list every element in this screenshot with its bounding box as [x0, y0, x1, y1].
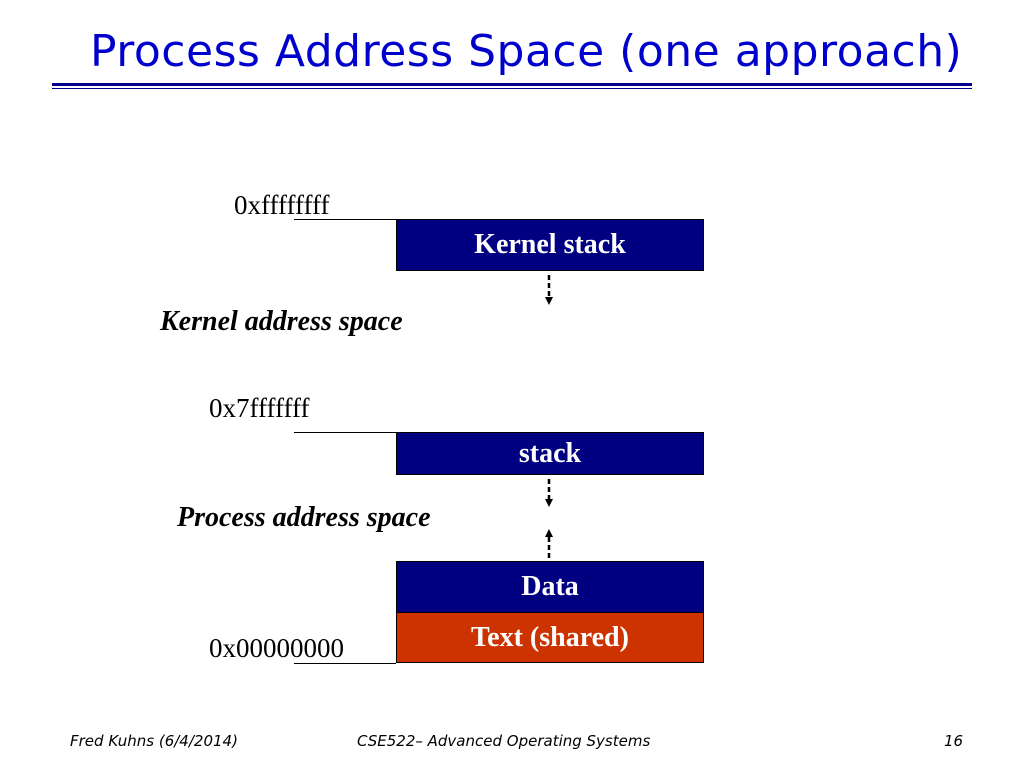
data-label: Data: [521, 571, 579, 602]
title-rule-bottom: [52, 88, 972, 89]
stack-growth-arrow-icon: [545, 479, 553, 507]
slide-title: Process Address Space (one approach): [90, 26, 963, 77]
stack-segment: stack: [396, 432, 704, 475]
address-user-top: 0x7fffffff: [209, 393, 310, 423]
stack-label: stack: [518, 437, 582, 469]
text-segment: Text (shared): [396, 612, 704, 663]
footer-page-number: 16: [944, 732, 964, 750]
heap-growth-arrow-icon: [545, 529, 553, 559]
address-bottom: 0x00000000: [209, 633, 344, 663]
address-top-tick: [294, 219, 396, 220]
kernel-stack-label: Kernel stack: [474, 229, 626, 260]
address-top: 0xffffffff: [234, 190, 330, 220]
footer-course: CSE522– Advanced Operating Systems: [357, 732, 651, 750]
footer-author: Fred Kuhns (6/4/2014): [70, 732, 238, 750]
kernel-address-space-label: Kernel address space: [160, 306, 403, 337]
address-user-top-tick: [294, 432, 396, 433]
process-address-space-label: Process address space: [177, 502, 431, 533]
text-label: Text (shared): [471, 621, 629, 653]
data-segment: Data: [396, 561, 704, 613]
title-rule-top: [52, 83, 972, 86]
address-bottom-tick: [294, 663, 396, 664]
kernel-stack-segment: Kernel stack: [396, 219, 704, 271]
kernel-stack-growth-arrow-icon: [545, 275, 553, 305]
